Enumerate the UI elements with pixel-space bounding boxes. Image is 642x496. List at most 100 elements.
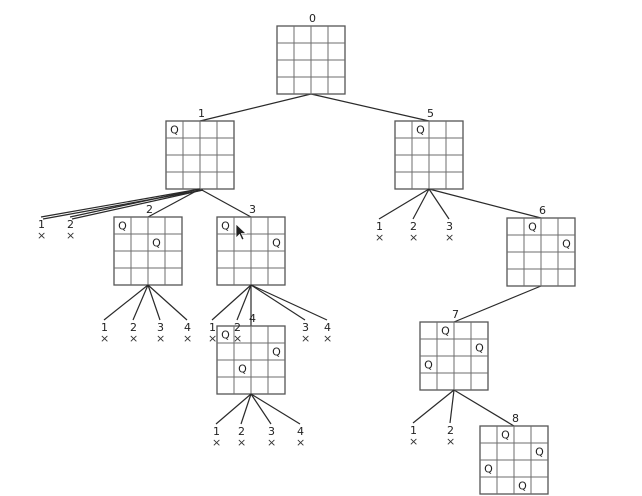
board-node-3: 3Q Q: [216, 203, 286, 286]
queen-marker: Q: [170, 124, 179, 137]
node-label: 3: [249, 203, 256, 216]
queen-marker: Q: [118, 220, 127, 233]
board-node-2: 2Q Q: [113, 203, 183, 286]
dead-end-label: 4: [324, 321, 331, 334]
dead-end-mark: ×: [296, 436, 305, 449]
queen-marker: Q: [501, 429, 510, 442]
dead-end-edge: [42, 189, 204, 220]
dead-ends-layer: 1×2×1×2×3×4×1×2×3×4×1×2×3×1×2×3×4×1×2×: [37, 188, 455, 449]
queen-marker: Q: [475, 342, 484, 355]
node-label: 6: [539, 204, 546, 217]
edge-1-2: [147, 188, 201, 218]
node-label: 7: [452, 308, 459, 321]
dead-end-edge: [250, 393, 272, 425]
queen-marker: Q: [441, 325, 450, 338]
edge-0-5: [310, 93, 430, 122]
dead-end-label: 1: [101, 321, 108, 334]
dead-end-mark: ×: [445, 231, 454, 244]
dead-end-edge: [71, 189, 204, 220]
queen-marker: Q: [416, 124, 425, 137]
dead-end-mark: ×: [267, 436, 276, 449]
dead-end-mark: ×: [446, 435, 455, 448]
dead-end-label: 2: [238, 425, 245, 438]
dead-end-label: 3: [302, 321, 309, 334]
queen-marker: Q: [484, 463, 493, 476]
queen-marker: Q: [238, 363, 247, 376]
edge-6-7: [453, 285, 542, 323]
dead-end-label: 2: [234, 321, 241, 334]
queen-marker: Q: [272, 346, 281, 359]
queen-marker: Q: [221, 220, 230, 233]
node-label: 2: [146, 203, 153, 216]
dead-end-mark: ×: [208, 332, 217, 345]
queen-marker: Q: [272, 237, 281, 250]
dead-end-label: 3: [268, 425, 275, 438]
dead-end-mark: ×: [129, 332, 138, 345]
dead-end-edge: [449, 389, 455, 424]
edge-7-8: [453, 389, 515, 427]
dead-end-label: 1: [38, 218, 45, 231]
dead-end-mark: ×: [409, 435, 418, 448]
dead-end-label: 1: [410, 424, 417, 437]
dead-end-edge: [132, 284, 149, 321]
dead-end-edge: [412, 188, 430, 220]
node-label: 4: [249, 312, 256, 325]
edge-1-3: [199, 188, 252, 218]
node-label: 0: [309, 12, 316, 25]
queen-marker: Q: [535, 446, 544, 459]
board-node-4: 4Q Q Q: [216, 312, 286, 395]
board-node-0: 0: [276, 12, 346, 95]
dead-end-mark: ×: [301, 332, 310, 345]
dead-end-edge: [378, 188, 430, 220]
dead-end-mark: ×: [183, 332, 192, 345]
dead-end-label: 4: [184, 321, 191, 334]
dead-end-mark: ×: [156, 332, 165, 345]
dead-end-mark: ×: [323, 332, 332, 345]
dead-end-edge: [147, 284, 161, 321]
dead-end-edge: [240, 393, 252, 425]
dead-end-label: 2: [410, 220, 417, 233]
edge-5-6: [428, 188, 542, 219]
dead-end-edge: [69, 188, 201, 218]
dead-end-mark: ×: [375, 231, 384, 244]
dead-end-label: 1: [213, 425, 220, 438]
dead-end-edge: [428, 188, 450, 220]
dead-end-label: 1: [209, 321, 216, 334]
queen-marker: Q: [221, 329, 230, 342]
node-label: 8: [512, 412, 519, 425]
dead-end-label: 2: [447, 424, 454, 437]
dead-end-mark: ×: [233, 332, 242, 345]
mouse-cursor-icon: [235, 223, 248, 241]
dead-end-mark: ×: [66, 229, 75, 242]
board-node-5: 5Q: [394, 107, 464, 190]
dead-end-mark: ×: [37, 229, 46, 242]
queen-marker: Q: [518, 480, 527, 493]
board-node-1: 1Q: [165, 107, 235, 190]
dead-end-label: 1: [376, 220, 383, 233]
dead-end-edge: [412, 389, 455, 424]
dead-end-edge: [211, 284, 252, 321]
dead-end-edge: [40, 188, 201, 218]
edges-layer: [147, 93, 542, 427]
dead-end-mark: ×: [100, 332, 109, 345]
dead-end-mark: ×: [409, 231, 418, 244]
node-label: 1: [198, 107, 205, 120]
queen-marker: Q: [562, 238, 571, 251]
dead-end-label: 3: [157, 321, 164, 334]
dead-end-edge: [215, 393, 252, 425]
dead-end-edge: [250, 284, 306, 321]
queen-marker: Q: [424, 359, 433, 372]
queen-marker: Q: [528, 221, 537, 234]
dead-end-mark: ×: [212, 436, 221, 449]
queen-marker: Q: [152, 237, 161, 250]
dead-end-label: 3: [446, 220, 453, 233]
dead-end-edge: [250, 284, 328, 321]
dead-end-edge: [250, 393, 301, 425]
dead-end-edge: [236, 284, 252, 321]
dead-end-label: 2: [67, 218, 74, 231]
dead-end-edge: [147, 284, 188, 321]
node-label: 5: [427, 107, 434, 120]
